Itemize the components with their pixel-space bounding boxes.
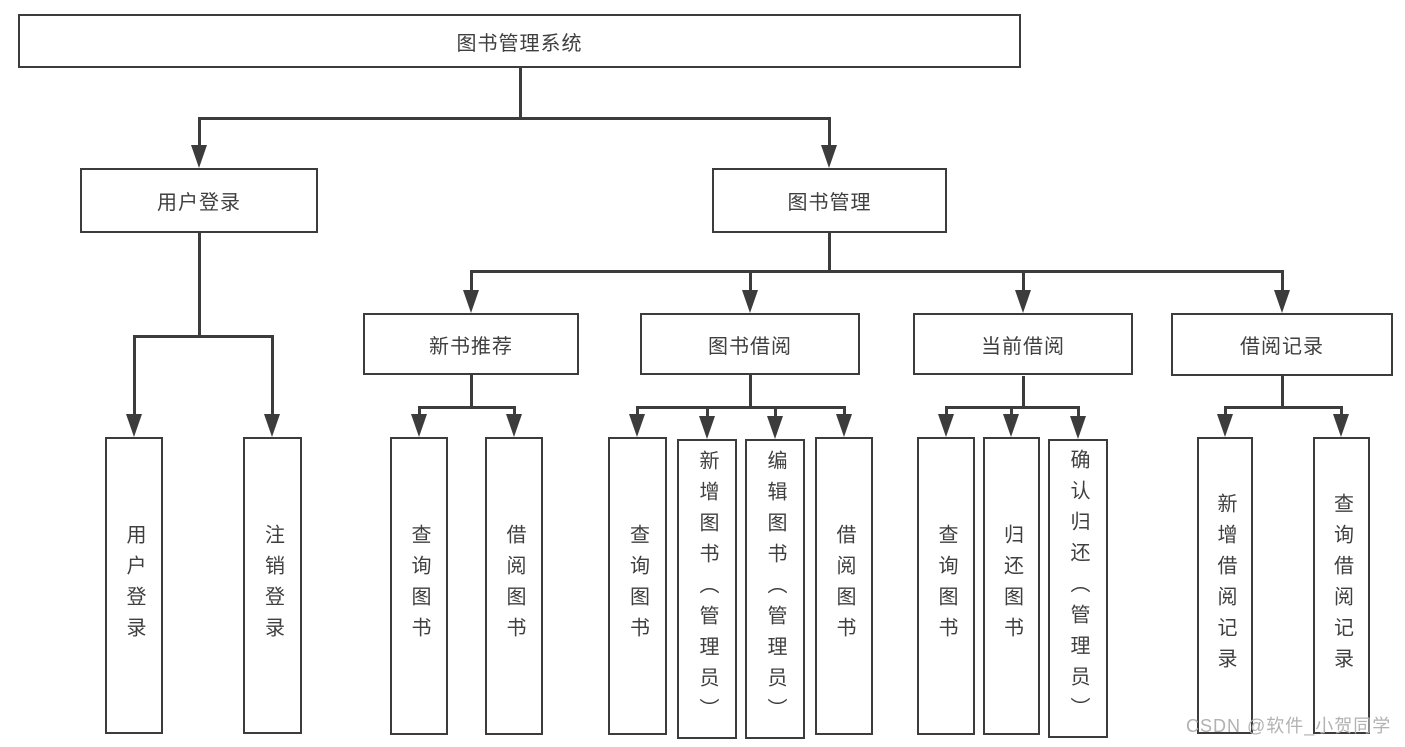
arrowhead-leaf-borrow-books xyxy=(836,414,852,437)
connector-recommend-drop-1 xyxy=(418,406,421,418)
arrowhead-leaf-borrow-books-recommend xyxy=(506,414,522,437)
connector-user-hbar xyxy=(133,335,274,338)
arrowhead-leaf-query-books-recommend xyxy=(411,414,427,437)
arrowhead-user-login xyxy=(191,145,207,168)
connector-records-hbar xyxy=(1224,406,1343,409)
connector-borrow-hbar xyxy=(636,406,846,409)
connector-current-drop-2 xyxy=(1010,406,1013,418)
arrowhead-leaf-logout xyxy=(264,414,280,437)
connector-records-stem xyxy=(1281,376,1284,408)
arrowhead-borrow-records xyxy=(1274,290,1290,313)
connector-borrow-drop-4 xyxy=(843,406,846,418)
leaf-user-login-label: 用户登录 xyxy=(123,523,145,648)
node-root: 图书管理系统 xyxy=(18,14,1021,68)
arrowhead-book-management xyxy=(821,145,837,168)
connector-root-right-drop xyxy=(828,117,831,149)
leaf-borrow-books: 借阅图书 xyxy=(815,437,873,735)
connector-current-stem xyxy=(1022,376,1025,408)
connector-user-drop-2 xyxy=(271,335,274,415)
leaf-add-borrow-record: 新增借阅记录 xyxy=(1197,437,1253,734)
arrowhead-leaf-confirm-return-admin xyxy=(1070,416,1086,439)
leaf-borrow-books-recommend-label: 借阅图书 xyxy=(503,524,525,648)
leaf-add-books-admin: 新增图书（管理员） xyxy=(677,439,737,739)
node-current-borrow-label: 当前借阅 xyxy=(981,335,1065,358)
connector-recommend-stem xyxy=(470,375,473,408)
connector-root-stem xyxy=(519,68,522,119)
node-user-login-label: 用户登录 xyxy=(157,192,241,214)
node-book-borrow-label: 图书借阅 xyxy=(708,335,792,358)
connector-book-stem xyxy=(828,233,831,272)
node-borrow-records: 借阅记录 xyxy=(1171,313,1393,376)
connector-recommend-drop-2 xyxy=(513,406,516,418)
leaf-return-books-label: 归还图书 xyxy=(1000,524,1023,648)
arrowhead-book-borrow xyxy=(742,290,758,313)
leaf-query-borrow-record: 查询借阅记录 xyxy=(1313,437,1370,734)
connector-current-drop-3 xyxy=(1077,406,1080,418)
leaf-borrow-books-label: 借阅图书 xyxy=(833,524,855,648)
connector-current-hbar xyxy=(945,406,1080,409)
connector-book-hbar xyxy=(470,270,1283,273)
node-book-borrow: 图书借阅 xyxy=(640,313,860,375)
arrowhead-new-book-recommend xyxy=(463,290,479,313)
connector-user-drop-1 xyxy=(133,335,136,415)
arrowhead-leaf-query-borrow-record xyxy=(1333,414,1349,437)
connector-borrow-drop-3 xyxy=(774,406,777,418)
node-new-book-recommend-label: 新书推荐 xyxy=(429,335,513,358)
connector-records-drop-1 xyxy=(1224,406,1227,418)
connector-borrow-stem xyxy=(749,375,752,408)
leaf-logout-label: 注销登录 xyxy=(261,523,284,648)
leaf-return-books: 归还图书 xyxy=(983,437,1040,735)
leaf-add-borrow-record-label: 新增借阅记录 xyxy=(1214,492,1236,679)
leaf-add-books-admin-label: 新增图书（管理员） xyxy=(696,449,718,729)
node-borrow-records-label: 借阅记录 xyxy=(1240,336,1324,358)
arrowhead-leaf-add-borrow-record xyxy=(1217,414,1233,437)
arrowhead-leaf-query-books-borrow xyxy=(629,414,645,437)
arrowhead-leaf-add-books-admin xyxy=(699,416,715,439)
leaf-confirm-return-admin: 确认归还（管理员） xyxy=(1048,439,1108,738)
connector-book-drop-3 xyxy=(1022,270,1025,295)
leaf-query-books-recommend-label: 查询图书 xyxy=(408,524,430,648)
arrowhead-current-borrow xyxy=(1015,290,1031,313)
leaf-logout: 注销登录 xyxy=(243,437,302,734)
connector-root-left-drop xyxy=(198,117,201,149)
connector-book-drop-4 xyxy=(1281,270,1284,295)
csdn-watermark: CSDN @软件_小贺同学 xyxy=(1186,716,1392,736)
connector-root-hbar xyxy=(198,117,830,120)
leaf-edit-books-admin-label: 编辑图书（管理员） xyxy=(764,449,786,729)
connector-borrow-drop-1 xyxy=(636,406,639,418)
connector-book-drop-1 xyxy=(470,270,473,295)
leaf-borrow-books-recommend: 借阅图书 xyxy=(485,437,543,735)
leaf-confirm-return-admin-label: 确认归还（管理员） xyxy=(1067,449,1089,728)
node-root-label: 图书管理系统 xyxy=(456,32,583,55)
node-book-management: 图书管理 xyxy=(712,168,947,233)
leaf-user-login: 用户登录 xyxy=(105,437,163,734)
leaf-query-borrow-record-label: 查询借阅记录 xyxy=(1330,492,1353,679)
leaf-edit-books-admin: 编辑图书（管理员） xyxy=(745,439,805,739)
connector-recommend-hbar xyxy=(418,406,516,409)
node-user-login: 用户登录 xyxy=(80,168,318,233)
connector-borrow-drop-2 xyxy=(706,406,709,418)
node-current-borrow: 当前借阅 xyxy=(913,313,1133,375)
leaf-query-books-recommend: 查询图书 xyxy=(390,437,448,735)
arrowhead-leaf-return-books xyxy=(1003,414,1019,437)
leaf-query-books-borrow-label: 查询图书 xyxy=(626,524,649,648)
connector-user-stem xyxy=(198,233,201,337)
node-new-book-recommend: 新书推荐 xyxy=(363,313,579,375)
arrowhead-leaf-edit-books-admin xyxy=(767,416,783,439)
leaf-query-books-borrow: 查询图书 xyxy=(608,437,667,735)
connector-current-drop-1 xyxy=(945,406,948,418)
leaf-query-books-current: 查询图书 xyxy=(917,437,975,735)
connector-records-drop-2 xyxy=(1340,406,1343,418)
arrowhead-leaf-user-login xyxy=(126,414,142,437)
arrowhead-leaf-query-books-current xyxy=(938,414,954,437)
node-book-management-label: 图书管理 xyxy=(787,192,872,214)
leaf-query-books-current-label: 查询图书 xyxy=(935,524,957,648)
connector-book-drop-2 xyxy=(749,270,752,295)
